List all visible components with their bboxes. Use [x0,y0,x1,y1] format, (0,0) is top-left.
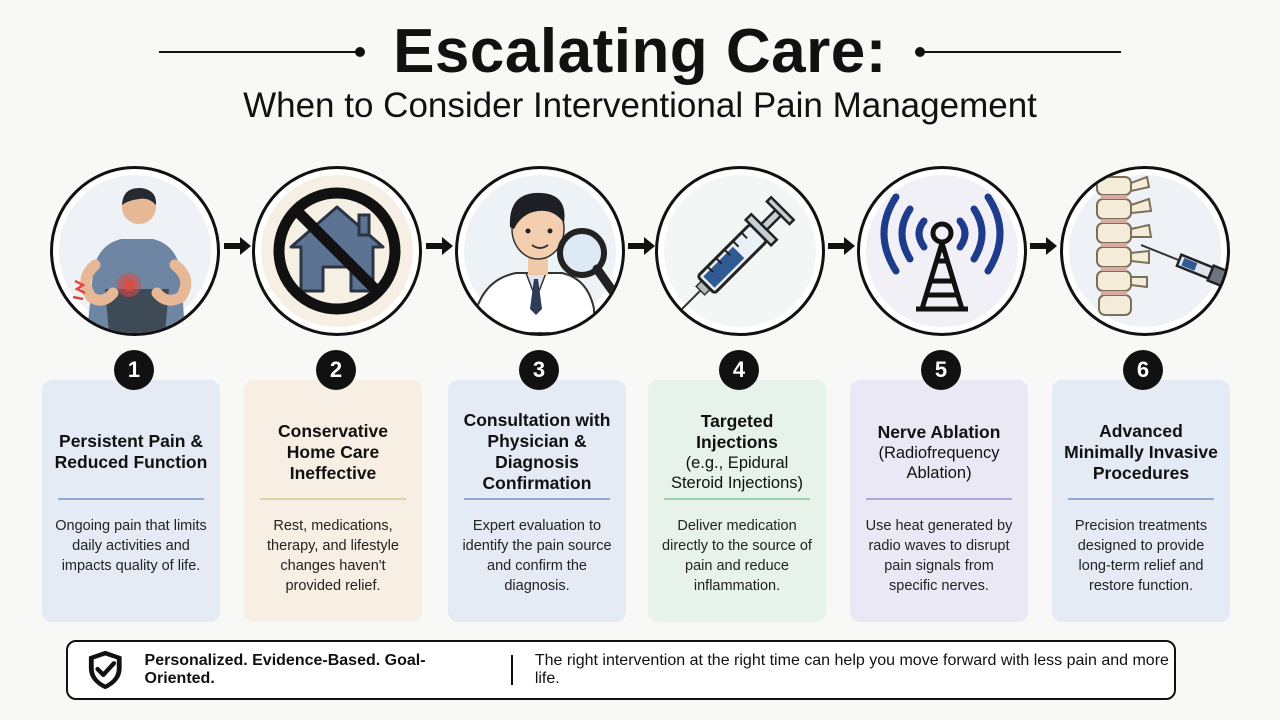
step-4-number-badge: 4 [719,350,759,390]
step-2-number-badge: 2 [316,350,356,390]
step-5-title: Nerve Ablation [877,421,1001,442]
title-rule-right [914,47,1121,57]
step-3-illustration [455,166,625,336]
title-rule-left [159,47,366,57]
step-1-card: Persistent Pain & Reduced Function Ongoi… [42,380,220,622]
spine-needle-icon [1069,175,1227,327]
step-4-card: Targeted Injections (e.g., Epidural Ster… [648,380,826,622]
step-1-divider [58,498,204,500]
step-5-number-badge: 5 [921,350,961,390]
step-3-divider [464,498,610,500]
step-4-title-block: Targeted Injections (e.g., Epidural Ster… [658,406,816,498]
title-row: Escalating Care: [0,14,1280,90]
banner-message: The right intervention at the right time… [534,652,1169,687]
step-4-illustration [655,166,825,336]
step-2-description: Rest, medications, therapy, and lifestyl… [267,518,399,594]
step-1-illustration [50,166,220,336]
step-6-divider [1068,498,1214,500]
step-6-card: Advanced Minimally Invasive Procedures P… [1052,380,1230,622]
step-4-divider [664,498,810,500]
step-5-illustration [857,166,1027,336]
radio-tower-icon [866,175,1018,327]
step-3-title-block: Consultation with Physician & Diagnosis … [458,406,616,498]
page-subtitle: When to Consider Interventional Pain Man… [243,86,1037,125]
banner-separator [510,655,513,685]
step-1-number-badge: 1 [114,350,154,390]
step-2-title-block: Conservative Home Care Ineffective [254,406,412,498]
step-2-divider [260,498,406,500]
physician-magnifier-icon [464,175,619,333]
banner-tagline: Personalized. Evidence-Based. Goal-Orien… [144,652,426,687]
back-pain-icon [59,175,211,333]
flow-arrow-5 [1030,236,1058,256]
step-4-subtitle: (e.g., Epidural Steroid Injections) [670,454,804,492]
step-3-number-badge: 3 [519,350,559,390]
step-3-description: Expert evaluation to identify the pain s… [462,518,612,594]
flow-arrow-3 [628,236,656,256]
step-1-description: Ongoing pain that limits daily activitie… [55,518,207,574]
step-5-title-block: Nerve Ablation (Radiofrequency Ablation) [860,406,1018,498]
step-3-card: Consultation with Physician & Diagnosis … [448,380,626,622]
step-4-title: Targeted Injections [696,411,778,452]
step-1-title-block: Persistent Pain & Reduced Function [52,406,210,498]
syringe-icon [664,175,816,327]
step-6-illustration [1060,166,1230,336]
step-5-description: Use heat generated by radio waves to dis… [865,518,1013,594]
flow-arrow-4 [828,236,856,256]
step-6-number-badge: 6 [1123,350,1163,390]
step-6-title-block: Advanced Minimally Invasive Procedures [1062,406,1220,498]
page-title: Escalating Care: [393,17,887,86]
step-3-title: Consultation with Physician & Diagnosis … [463,410,611,493]
step-5-divider [866,498,1012,500]
step-2-illustration [252,166,422,336]
step-4-description: Deliver medication directly to the sourc… [662,518,812,594]
flow-arrow-1 [224,236,252,256]
step-5-subtitle: (Radiofrequency Ablation) [878,443,1000,482]
flow-arrow-2 [426,236,454,256]
step-1-title: Persistent Pain & Reduced Function [54,431,208,472]
step-2-card: Conservative Home Care Ineffective Rest,… [244,380,422,622]
step-6-description: Precision treatments designed to provide… [1074,518,1208,594]
summary-banner: Personalized. Evidence-Based. Goal-Orien… [66,640,1176,700]
shield-check-icon [88,650,122,690]
step-2-title: Conservative Home Care Ineffective [278,420,388,483]
no-home-care-icon [261,175,413,327]
step-5-card: Nerve Ablation (Radiofrequency Ablation)… [850,380,1028,622]
step-6-title: Advanced Minimally Invasive Procedures [1064,420,1218,483]
